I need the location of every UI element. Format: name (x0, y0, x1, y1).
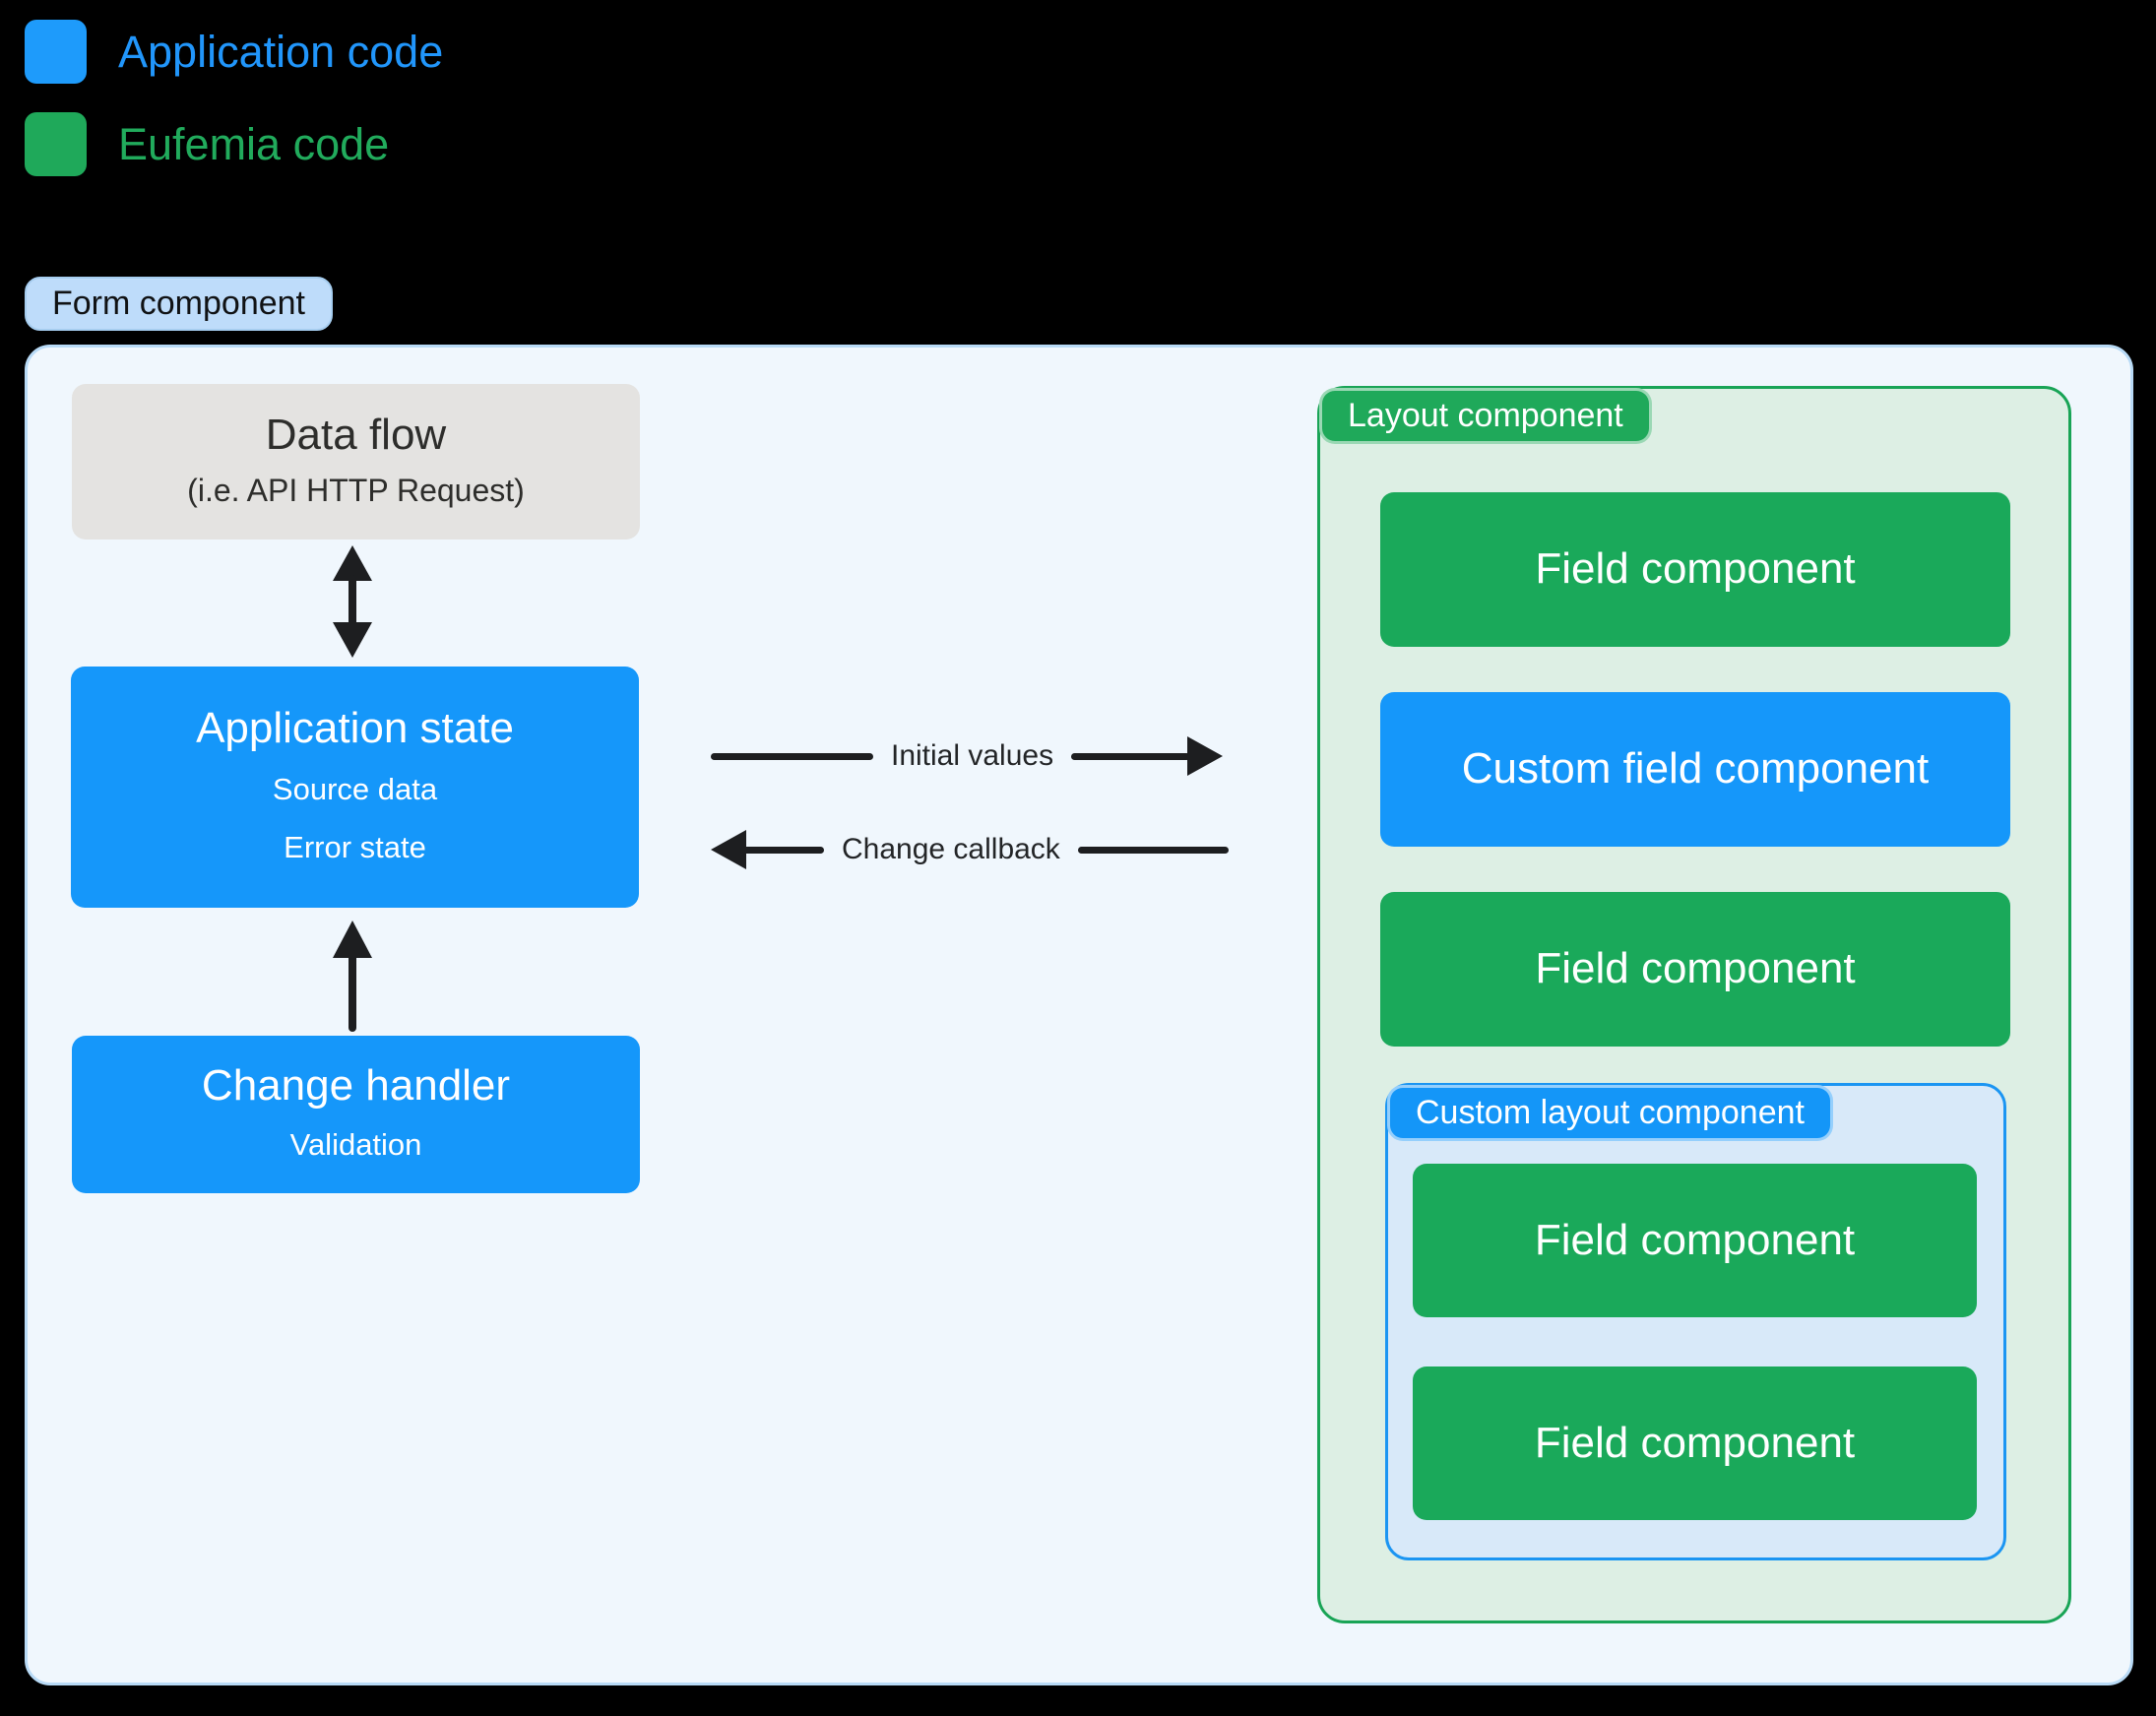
application-state-line-source-data: Source data (272, 771, 438, 806)
change-handler-title: Change handler (201, 1061, 511, 1111)
field-component-box-2: Field component (1380, 892, 2010, 1047)
data-flow-box: Data flow (i.e. API HTTP Request) (72, 384, 640, 540)
custom-layout-component-tag: Custom layout component (1387, 1085, 1833, 1141)
bidirectional-arrow-icon (331, 545, 374, 658)
field-component-label: Field component (1534, 1418, 1856, 1467)
form-component-tag-label: Form component (52, 285, 305, 322)
data-flow-subtitle: (i.e. API HTTP Request) (187, 473, 525, 509)
change-callback-flow: Change callback (711, 823, 1229, 876)
initial-values-label: Initial values (891, 739, 1054, 772)
legend-label-application-code: Application code (118, 26, 444, 77)
initial-values-flow: Initial values (711, 730, 1223, 783)
field-component-label: Field component (1534, 1215, 1856, 1264)
legend-label-eufemia-code: Eufemia code (118, 118, 390, 169)
application-code-swatch-icon (25, 20, 87, 84)
application-state-title: Application state (196, 704, 514, 753)
custom-field-component-label: Custom field component (1461, 744, 1930, 794)
change-callback-label: Change callback (842, 833, 1060, 865)
form-component-tag: Form component (25, 277, 333, 331)
field-component-box-3: Field component (1413, 1164, 1977, 1317)
eufemia-code-swatch-icon (25, 112, 87, 176)
up-arrow-icon (331, 921, 374, 1032)
layout-component-tag-label: Layout component (1348, 397, 1623, 434)
legend-item-eufemia-code: Eufemia code (25, 112, 389, 176)
change-callback-line-right (1077, 846, 1229, 854)
field-component-box-1: Field component (1380, 492, 2010, 647)
legend-item-application-code: Application code (25, 20, 443, 84)
custom-field-component-box: Custom field component (1380, 692, 2010, 847)
field-component-label: Field component (1535, 544, 1856, 594)
change-handler-subtitle: Validation (289, 1126, 422, 1162)
custom-layout-component-tag-label: Custom layout component (1416, 1094, 1805, 1131)
field-component-box-4: Field component (1413, 1366, 1977, 1520)
application-state-line-error-state: Error state (284, 829, 426, 864)
right-arrow-icon (1071, 736, 1223, 776)
field-component-label: Field component (1535, 944, 1856, 993)
data-flow-title: Data flow (265, 410, 447, 459)
application-state-box: Application state Source data Error stat… (71, 667, 639, 908)
layout-component-tag: Layout component (1319, 388, 1652, 444)
initial-values-line-left (711, 752, 873, 760)
change-handler-box: Change handler Validation (72, 1036, 640, 1193)
